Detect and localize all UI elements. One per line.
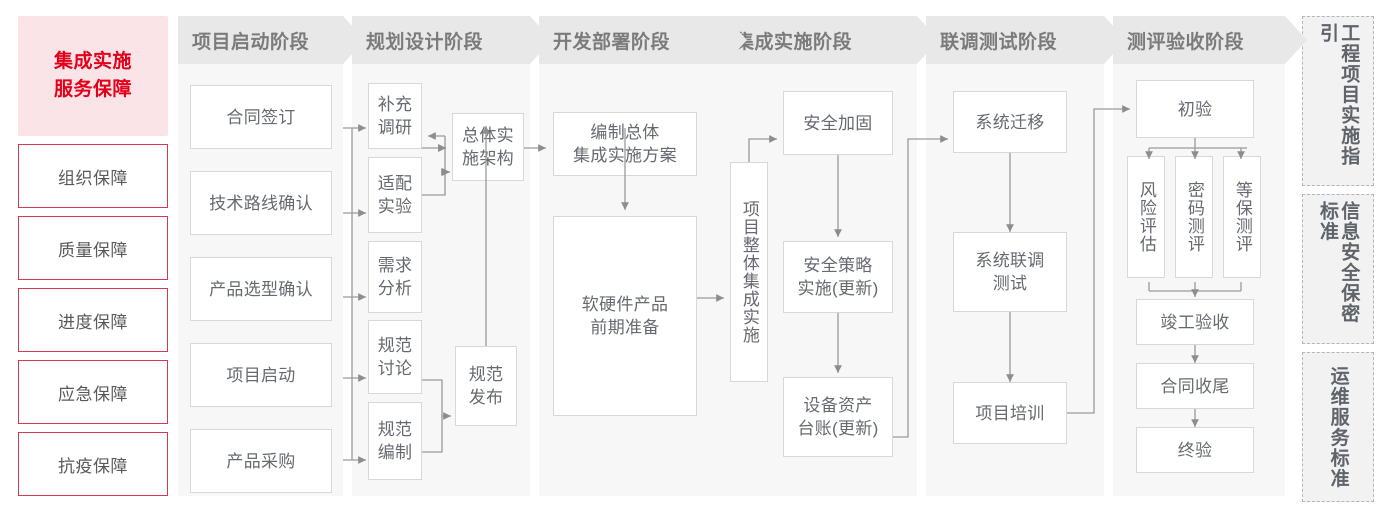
node-initial-acceptance[interactable]: 初验 bbox=[1136, 80, 1254, 138]
phase-body-project-start: 合同签订 技术路线确认 产品选型确认 项目启动 产品采购 bbox=[178, 64, 343, 496]
chevron-right-icon bbox=[917, 16, 939, 64]
chevron-right-icon bbox=[343, 16, 365, 64]
node-security-policy-implementation[interactable]: 安全策略 实施(更新) bbox=[783, 241, 893, 313]
node-product-selection-confirm[interactable]: 产品选型确认 bbox=[190, 257, 332, 321]
phase-header-label: 开发部署阶段 bbox=[553, 31, 671, 53]
phase-planning-design: 规划设计阶段 补充 调研 适配 实验 需求 分析 规范 讨论 规范 编制 总体实… bbox=[352, 16, 552, 496]
phase-body-evaluation-acceptance: 初验 风险评估 密码测评 等保测评 竣工验收 合同收尾 终验 bbox=[1113, 64, 1285, 496]
node-project-training[interactable]: 项目培训 bbox=[953, 382, 1067, 444]
phase-header-label: 规划设计阶段 bbox=[366, 31, 484, 53]
phase-header-label: 测评验收阶段 bbox=[1127, 31, 1245, 53]
node-compile-overall-integration-plan[interactable]: 编制总体 集成实施方案 bbox=[553, 112, 697, 176]
phase-project-start: 项目启动阶段 合同签订 技术路线确认 产品选型确认 项目启动 产品采购 bbox=[178, 16, 365, 496]
node-classified-protection-evaluation[interactable]: 等保测评 bbox=[1223, 156, 1261, 278]
guarantee-title: 集成实施 服务保障 bbox=[18, 16, 168, 136]
phase-integration-implementation: 集成实施阶段 项目整体集成实施 安全加固 安全策略 实施(更新) 设备资产 台账… bbox=[721, 16, 939, 496]
node-hw-sw-product-preparation[interactable]: 软硬件产品 前期准备 bbox=[553, 216, 697, 416]
rail-engineering-guideline[interactable]: 工程项目实施指引 bbox=[1302, 16, 1374, 186]
node-contract-signing[interactable]: 合同签订 bbox=[190, 85, 332, 149]
guarantee-title-line1: 集成实施 bbox=[53, 51, 132, 72]
phase-header-label: 集成实施阶段 bbox=[735, 31, 853, 53]
node-equipment-asset-ledger[interactable]: 设备资产 台账(更新) bbox=[783, 377, 893, 457]
node-contract-closure[interactable]: 合同收尾 bbox=[1136, 363, 1254, 409]
phase-header-integration-implementation: 集成实施阶段 bbox=[721, 16, 939, 64]
node-product-procurement[interactable]: 产品采购 bbox=[190, 429, 332, 493]
phase-evaluation-acceptance: 测评验收阶段 初验 风险评估 密码测评 等保测评 竣工验收 合同收尾 终验 bbox=[1113, 16, 1307, 496]
phase-header-evaluation-acceptance: 测评验收阶段 bbox=[1113, 16, 1307, 64]
rail-infosec-standard[interactable]: 信息安全保密标准 bbox=[1302, 194, 1374, 344]
phase-header-dev-deploy: 开发部署阶段 bbox=[539, 16, 747, 64]
node-tech-route-confirm[interactable]: 技术路线确认 bbox=[190, 171, 332, 235]
sidebar-item-quality[interactable]: 质量保障 bbox=[18, 216, 168, 280]
sidebar-item-schedule[interactable]: 进度保障 bbox=[18, 288, 168, 352]
standards-rail: 工程项目实施指引 信息安全保密标准 运维服务标准 bbox=[1302, 16, 1374, 502]
node-spec-release[interactable]: 规范 发布 bbox=[455, 346, 517, 426]
phase-body-dev-deploy: 编制总体 集成实施方案 软硬件产品 前期准备 bbox=[539, 64, 725, 496]
phase-header-label: 联调测试阶段 bbox=[940, 31, 1058, 53]
node-overall-implementation-architecture[interactable]: 总体实 施架构 bbox=[452, 113, 524, 181]
phase-dev-deploy: 开发部署阶段 编制总体 集成实施方案 软硬件产品 前期准备 bbox=[539, 16, 747, 496]
phase-header-planning-design: 规划设计阶段 bbox=[352, 16, 552, 64]
node-completion-acceptance[interactable]: 竣工验收 bbox=[1136, 299, 1254, 345]
node-risk-assessment[interactable]: 风险评估 bbox=[1127, 156, 1165, 278]
phase-body-integration-implementation: 项目整体集成实施 安全加固 安全策略 实施(更新) 设备资产 台账(更新) bbox=[721, 64, 917, 496]
sidebar-item-emergency[interactable]: 应急保障 bbox=[18, 360, 168, 424]
chevron-right-icon bbox=[1104, 16, 1126, 64]
phase-header-project-start: 项目启动阶段 bbox=[178, 16, 365, 64]
node-system-migration[interactable]: 系统迁移 bbox=[953, 91, 1067, 153]
node-spec-discussion[interactable]: 规范 讨论 bbox=[368, 320, 422, 394]
rail-ops-service-standard[interactable]: 运维服务标准 bbox=[1302, 352, 1374, 502]
phase-header-joint-testing: 联调测试阶段 bbox=[926, 16, 1126, 64]
node-project-kickoff[interactable]: 项目启动 bbox=[190, 343, 332, 407]
guarantee-sidebar: 集成实施 服务保障 组织保障 质量保障 进度保障 应急保障 抗疫保障 bbox=[18, 16, 168, 496]
phase-header-label: 项目启动阶段 bbox=[192, 31, 310, 53]
chevron-right-icon bbox=[1285, 16, 1307, 64]
node-security-hardening[interactable]: 安全加固 bbox=[783, 91, 893, 155]
chevron-right-icon bbox=[530, 16, 552, 64]
node-final-acceptance[interactable]: 终验 bbox=[1136, 427, 1254, 473]
phase-body-joint-testing: 系统迁移 系统联调 测试 项目培训 bbox=[926, 64, 1104, 496]
node-spec-drafting[interactable]: 规范 编制 bbox=[368, 402, 422, 480]
node-system-joint-test[interactable]: 系统联调 测试 bbox=[953, 232, 1067, 312]
phase-joint-testing: 联调测试阶段 系统迁移 系统联调 测试 项目培训 bbox=[926, 16, 1126, 496]
node-crypto-evaluation[interactable]: 密码测评 bbox=[1175, 156, 1213, 278]
sidebar-item-organization[interactable]: 组织保障 bbox=[18, 144, 168, 208]
guarantee-title-line2: 服务保障 bbox=[53, 79, 132, 100]
chevron-right-icon bbox=[725, 16, 747, 64]
node-project-overall-integration[interactable]: 项目整体集成实施 bbox=[730, 162, 768, 382]
node-supplementary-research[interactable]: 补充 调研 bbox=[368, 83, 422, 149]
phase-body-planning-design: 补充 调研 适配 实验 需求 分析 规范 讨论 规范 编制 总体实 施架构 规范… bbox=[352, 64, 530, 496]
sidebar-item-epidemic[interactable]: 抗疫保障 bbox=[18, 432, 168, 496]
node-adaptation-experiment[interactable]: 适配 实验 bbox=[368, 157, 422, 233]
node-requirements-analysis[interactable]: 需求 分析 bbox=[368, 241, 422, 313]
